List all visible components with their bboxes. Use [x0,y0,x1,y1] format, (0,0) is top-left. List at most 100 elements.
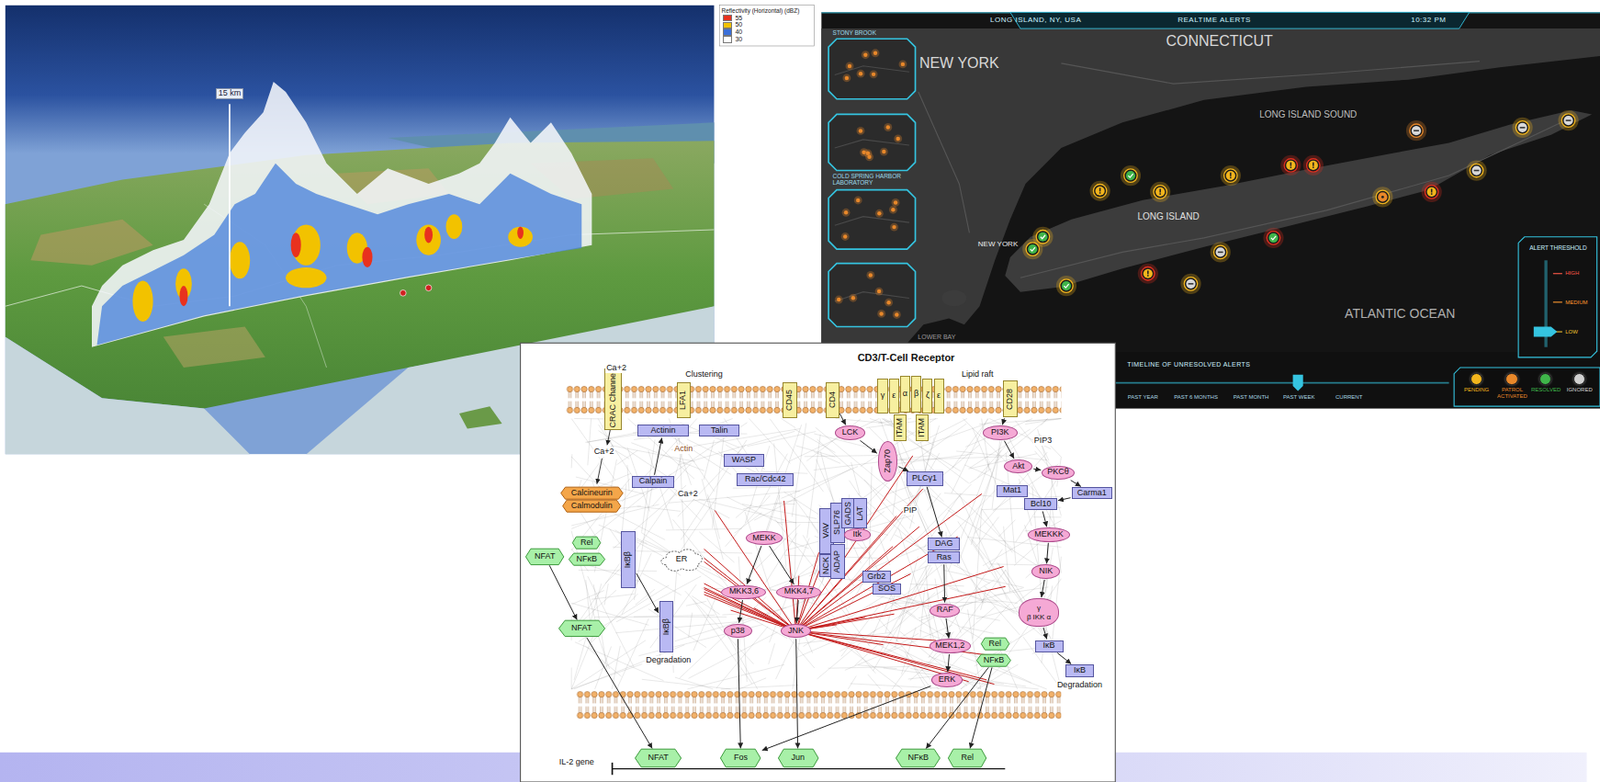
network-line [981,507,1014,553]
alert-ring [1025,242,1039,256]
node-label: PI3K [991,427,1010,437]
network-line [633,472,654,600]
node-label: IκB [1073,664,1086,675]
alert-glow [1056,275,1077,296]
node-label: γ [880,390,886,400]
terrain [5,140,715,408]
signal-arrow [946,618,949,638]
node-label: VAV [821,522,831,539]
node-label: Fos [733,752,748,762]
signal-arrow [762,686,932,751]
thumbnail-glow [884,298,893,307]
alert-glyph [1381,195,1385,199]
node-label: NFκB [908,752,930,762]
alert-glyph [1413,129,1420,132]
alert-icon [1308,160,1319,170]
node-label: MEKKK [1034,529,1064,539]
alert-ring [1183,277,1197,291]
network-line [633,614,716,617]
network-line [872,566,933,671]
thumbnail-alert [896,136,901,141]
network-line [1033,516,1061,518]
kinase-ellipse: MEKKK [1027,527,1071,542]
alert-glyph [1290,162,1293,167]
thumbnail-glow [877,309,886,318]
threshold-slider [1533,326,1558,338]
header-text: 10:32 PM [1410,16,1446,25]
network-line [959,495,1008,600]
node-label: MKK4,7 [784,585,814,596]
thumbnail-alert [890,207,895,212]
node-label: ITAM [894,417,904,438]
protein-box: SOS [872,583,902,596]
alert-glow [1465,159,1487,181]
alert-icon [1061,281,1071,291]
alert-glyph [1040,235,1046,239]
thumbnail-frame [828,190,915,249]
network-line [630,489,677,557]
thumbnail-glow [891,198,901,207]
membrane [566,385,1062,414]
network-line [1003,526,1011,592]
thumbnail-glow [892,310,902,319]
alert-ring [1375,190,1389,203]
threshold-level: LOW [1565,328,1578,336]
thumbnail-alert [856,198,860,203]
node-label: β [913,388,919,398]
protein-box: IκBβ [659,600,675,653]
node-label: α [902,388,908,398]
thumbnail-road [834,216,910,226]
timeline-marker [1293,374,1304,392]
network-line [981,417,990,470]
alert-glyph [1217,251,1224,254]
network-line [648,450,674,530]
network-line [695,497,798,523]
alert-glyph [1188,282,1195,285]
thumbnail-title: COLD SPRING HARBOR LABORATORY [833,172,920,186]
alert-glyph [1147,270,1150,274]
network-line [813,455,931,471]
network-line [638,624,763,656]
signal-arrow [926,486,942,538]
alert-ring [1561,113,1575,127]
alert-glyph [1099,187,1102,192]
network-line [982,598,1018,603]
network-line [742,504,817,519]
alert-glyph [1159,192,1161,195]
node-label: ITAM [916,417,926,438]
signal-arrow [739,599,744,623]
protein-box: Mat1 [996,484,1027,497]
alert-icon [1155,187,1165,197]
network-line [924,489,958,514]
network-line [998,519,1015,537]
radar-scene [5,5,715,455]
thumbnail-alert [843,234,847,238]
alert-icon [1427,187,1437,197]
thumbnail-glow [845,61,855,70]
alert-icon [1471,165,1481,175]
long-island [1004,110,1592,293]
thumbnail-glow [841,232,850,241]
threshold-panel [1518,236,1598,358]
signal-arrow [1043,627,1048,640]
signal-arrow [1058,497,1071,501]
alert-glyph [1099,191,1102,194]
node-label: IκB [1043,640,1056,650]
network-line [687,664,785,689]
membrane-receptor: γ [877,378,888,414]
network-line [935,578,939,599]
jnk-interaction-line [704,594,797,631]
membrane-receptor: ε [889,378,900,414]
membrane-receptor: ε [934,378,945,414]
thumbnail-glow [898,59,907,68]
alert-icon [1095,186,1105,196]
network-line [617,618,650,689]
thumbnail-frame [828,38,915,100]
alert-glyph [1030,247,1036,251]
signal-arrow [839,413,846,425]
network-line [743,499,797,509]
protein-box: IκB [1065,664,1094,677]
node-label: NIK [1038,565,1053,575]
thumbnail-glow [866,270,875,280]
